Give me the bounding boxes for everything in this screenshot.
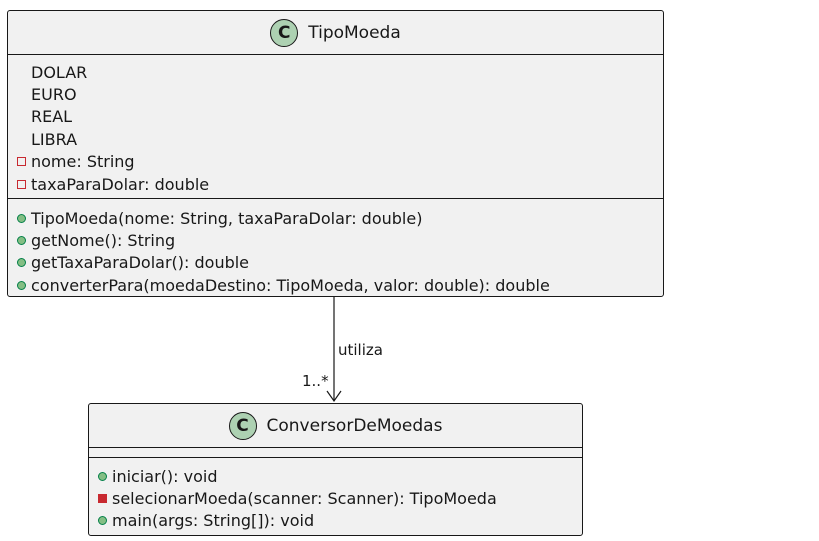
attribute-member: LIBRA: [8, 128, 663, 150]
private-visibility-icon: [98, 494, 107, 504]
method-member: converterPara(moedaDestino: TipoMoeda, v…: [8, 274, 663, 296]
method-member: iniciar(): void: [89, 465, 582, 487]
method-member: TipoMoeda(nome: String, taxaParaDolar: d…: [8, 207, 663, 229]
method-text: TipoMoeda(nome: String, taxaParaDolar: d…: [31, 208, 423, 228]
class-stereotype-icon: C: [270, 18, 299, 47]
class-stereotype-icon: C: [228, 411, 257, 440]
methods-section: TipoMoeda(nome: String, taxaParaDolar: d…: [8, 199, 663, 297]
attribute-text: REAL: [31, 107, 73, 127]
class-header: C TipoMoeda: [8, 11, 663, 55]
method-member: main(args: String[]): void: [89, 510, 582, 532]
class-name: TipoMoeda: [308, 22, 401, 43]
public-visibility-icon: [98, 471, 107, 481]
public-visibility-icon: [17, 280, 26, 290]
attribute-member: REAL: [8, 106, 663, 128]
attribute-member: EURO: [8, 83, 663, 105]
method-text: getNome(): String: [31, 231, 176, 251]
public-visibility-icon: [98, 516, 107, 526]
attribute-text: nome: String: [31, 152, 135, 172]
class-conversordemoedas[interactable]: C ConversorDeMoedas iniciar(): void selec…: [88, 403, 583, 536]
attribute-member: taxaParaDolar: double: [8, 173, 663, 195]
methods-section: iniciar(): void selecionarMoeda(scanner: …: [89, 458, 582, 532]
private-visibility-icon: [17, 179, 26, 189]
public-visibility-icon: [17, 258, 26, 268]
attribute-text: EURO: [31, 85, 77, 105]
relation-label: utiliza: [338, 341, 383, 359]
method-text: getTaxaParaDolar(): double: [31, 253, 250, 273]
method-member: getTaxaParaDolar(): double: [8, 252, 663, 274]
public-visibility-icon: [17, 213, 26, 223]
attribute-member: DOLAR: [8, 61, 663, 83]
public-visibility-icon: [17, 236, 26, 246]
method-member: selecionarMoeda(scanner: Scanner): TipoM…: [89, 487, 582, 509]
method-text: selecionarMoeda(scanner: Scanner): TipoM…: [112, 489, 497, 509]
attribute-text: taxaParaDolar: double: [31, 174, 210, 194]
attribute-member: nome: String: [8, 151, 663, 173]
method-text: converterPara(moedaDestino: TipoMoeda, v…: [31, 275, 550, 295]
attribute-text: LIBRA: [31, 129, 78, 149]
attribute-text: DOLAR: [31, 62, 88, 82]
class-header: C ConversorDeMoedas: [89, 404, 582, 448]
class-name: ConversorDeMoedas: [266, 415, 443, 436]
multiplicity-label: 1..*: [302, 372, 329, 390]
private-visibility-icon: [17, 157, 26, 167]
attributes-section: [89, 448, 582, 458]
method-text: main(args: String[]): void: [112, 511, 315, 531]
arrowhead-icon: [326, 390, 342, 403]
method-text: iniciar(): void: [112, 466, 218, 486]
method-member: getNome(): String: [8, 229, 663, 251]
